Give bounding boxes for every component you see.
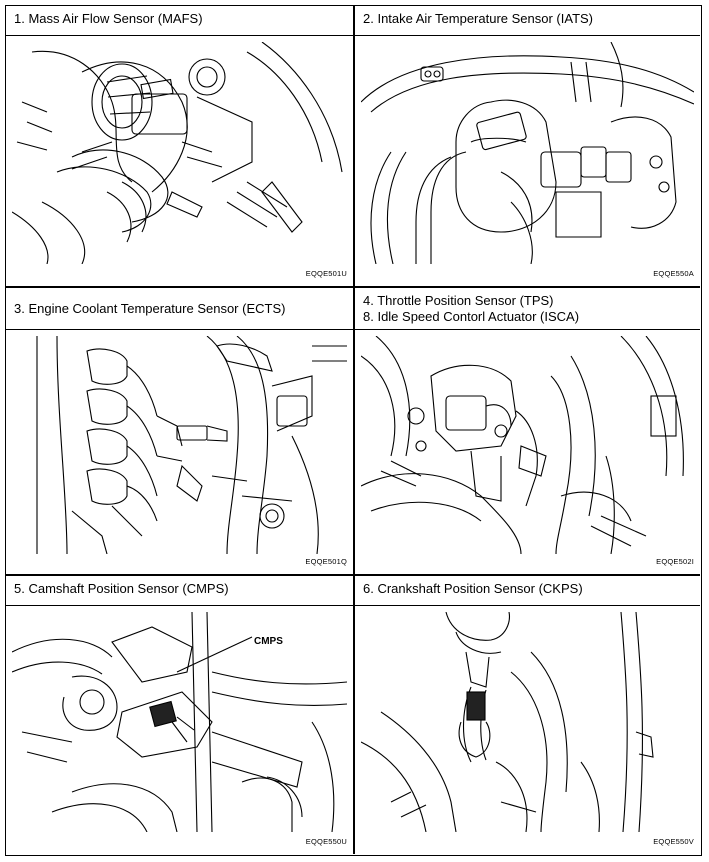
panel-header: 4. Throttle Position Sensor (TPS) 8. Idl… [355,288,700,330]
cmps-callout-label: CMPS [254,636,283,647]
row-divider-2 [6,574,700,576]
panel-header: 6. Crankshaft Position Sensor (CKPS) [355,576,700,606]
panel-ckps: 6. Crankshaft Position Sensor (CKPS) [355,576,700,854]
mafs-illustration [12,42,347,264]
panel-header: 2. Intake Air Temperature Sensor (IATS) [355,6,700,36]
figure-code: EQQE550V [653,837,694,846]
panel-title-line-2: 8. Idle Speed Contorl Actuator (ISCA) [363,309,580,324]
panel-title: 1. Mass Air Flow Sensor (MAFS) [14,11,203,26]
panel-title: 2. Intake Air Temperature Sensor (IATS) [363,11,594,26]
ects-illustration [12,336,347,554]
column-divider [353,6,355,854]
panel-title-line-1: 4. Throttle Position Sensor (TPS) [363,293,554,308]
panel-title: 5. Camshaft Position Sensor (CMPS) [14,581,229,596]
figure-code: EQQE550U [305,837,347,846]
panel-mafs: 1. Mass Air Flow Sensor (MAFS) [6,6,353,286]
panel-header: 5. Camshaft Position Sensor (CMPS) [6,576,353,606]
sensor-location-sheet: 1. Mass Air Flow Sensor (MAFS) [5,5,702,856]
row-divider-1 [6,286,700,288]
iats-illustration [361,42,694,264]
ckps-illustration [361,612,694,832]
panel-header: 3. Engine Coolant Temperature Sensor (EC… [6,288,353,330]
panel-iats: 2. Intake Air Temperature Sensor (IATS) [355,6,700,286]
panel-tps-isca: 4. Throttle Position Sensor (TPS) 8. Idl… [355,288,700,574]
tps-isca-illustration [361,336,694,554]
callout-leader [176,636,253,673]
panel-header: 1. Mass Air Flow Sensor (MAFS) [6,6,353,36]
figure-code: EQQE501U [305,269,347,278]
panel-title: 6. Crankshaft Position Sensor (CKPS) [363,581,583,596]
figure-code: EQQE502I [656,557,694,566]
panel-title: 3. Engine Coolant Temperature Sensor (EC… [14,301,286,316]
cmps-illustration [12,612,347,832]
figure-code: EQQE501Q [305,557,347,566]
panel-cmps: 5. Camshaft Position Sensor (CMPS) [6,576,353,854]
figure-code: EQQE550A [653,269,694,278]
panel-ects: 3. Engine Coolant Temperature Sensor (EC… [6,288,353,574]
